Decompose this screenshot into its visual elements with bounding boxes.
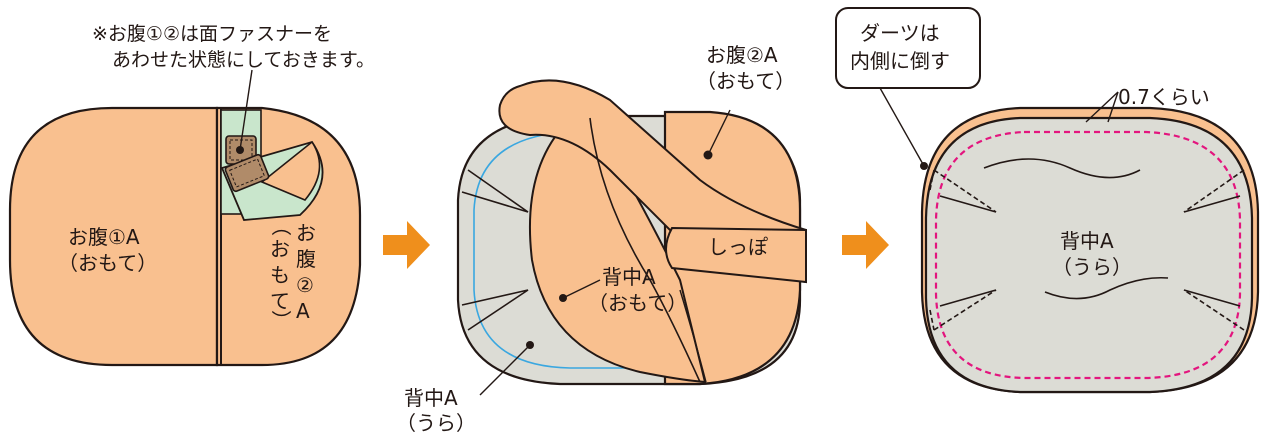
- callout-leader: [879, 87, 925, 167]
- belly2-leader: [707, 109, 731, 156]
- back-front-line2: （おもて）: [588, 291, 687, 315]
- step-arrow-1: [383, 221, 430, 269]
- step1-panel: ※お腹①②は面ファスナーを あわせた状態にしておきます。 お腹①A （おもて） …: [8, 23, 375, 367]
- belly2-char: 腹: [296, 247, 316, 271]
- step-arrow-2: [842, 221, 889, 269]
- seam-leader-2: [1107, 91, 1119, 123]
- note-line2: あわせた状態にしておきます。: [112, 49, 375, 71]
- belly2-char: ②: [296, 273, 314, 297]
- dart-callout-line2: 内側に倒す: [850, 49, 950, 73]
- guide-line: [473, 131, 690, 369]
- tail-label: しっぽ: [708, 235, 768, 259]
- dart-callout-box: [835, 7, 981, 89]
- belly2-paren: も: [270, 263, 290, 287]
- belly2-front-line2: （おもて）: [696, 69, 795, 93]
- dart-left-top: [929, 169, 997, 213]
- dart-right-bottom: [1183, 289, 1245, 331]
- step2-panel: お腹②A （おもて） しっぽ 背中A （おもて） 背中A （うら）: [396, 43, 807, 435]
- belly1-piece: [8, 106, 219, 367]
- fold-crease-2: [679, 289, 707, 383]
- wrinkle-top: [983, 158, 1141, 179]
- dart-left-bottom: [461, 289, 529, 331]
- belly2-char: お: [296, 221, 316, 245]
- back-reverse-line2: （うら）: [1052, 255, 1132, 279]
- belly2-vertical-paren: （ お も て ）: [269, 216, 293, 330]
- belly2-paren: ）: [269, 310, 293, 330]
- note-leader-line: [239, 69, 253, 151]
- step3-panel: ダーツは 内側に倒す 0.7くらい 背中A （うら）: [835, 7, 1260, 394]
- dart-callout-line1: ダーツは: [860, 21, 940, 45]
- dart-right-top: [1183, 169, 1245, 213]
- back-reverse-line2: （うら）: [396, 411, 476, 435]
- velcro-tab-bottom-stitch: [229, 158, 265, 188]
- velcro-tab-bottom: [224, 153, 270, 193]
- back-reverse-line1: 背中A: [1060, 229, 1114, 253]
- dart-left-top: [461, 169, 529, 213]
- pointer-dot: [920, 162, 928, 170]
- wrinkle-bottom: [1044, 276, 1169, 300]
- back-front-leader: [562, 279, 601, 299]
- belly2-paren: お: [270, 237, 290, 261]
- seam-leader-1: [1085, 91, 1119, 123]
- back-reverse-line1: 背中A: [404, 386, 458, 410]
- tail-piece: [665, 226, 807, 284]
- seam-allowance-label: 0.7くらい: [1118, 85, 1210, 109]
- belly2-front-line1: お腹②A: [706, 43, 778, 67]
- back-reverse-leader: [479, 344, 531, 396]
- belly2-paren: （: [269, 216, 293, 236]
- belly1-label-line2: （おもて）: [58, 251, 157, 275]
- belly2-vertical-label: お 腹 ② A: [296, 221, 316, 323]
- belly2-paren: て: [270, 289, 290, 313]
- back-front-fold: [528, 110, 707, 384]
- fold-crease-1: [589, 117, 701, 383]
- belly2-char: A: [296, 299, 310, 323]
- dart-solid: [939, 195, 1241, 307]
- belly1-label-line1: お腹①A: [68, 225, 140, 249]
- folded-flap-overlay: [260, 140, 321, 201]
- dart-left-bottom: [929, 289, 997, 331]
- note-line1: ※お腹①②は面ファスナーを: [92, 23, 332, 45]
- stitch-line: [934, 130, 1242, 380]
- back-front-line1: 背中A: [602, 265, 656, 289]
